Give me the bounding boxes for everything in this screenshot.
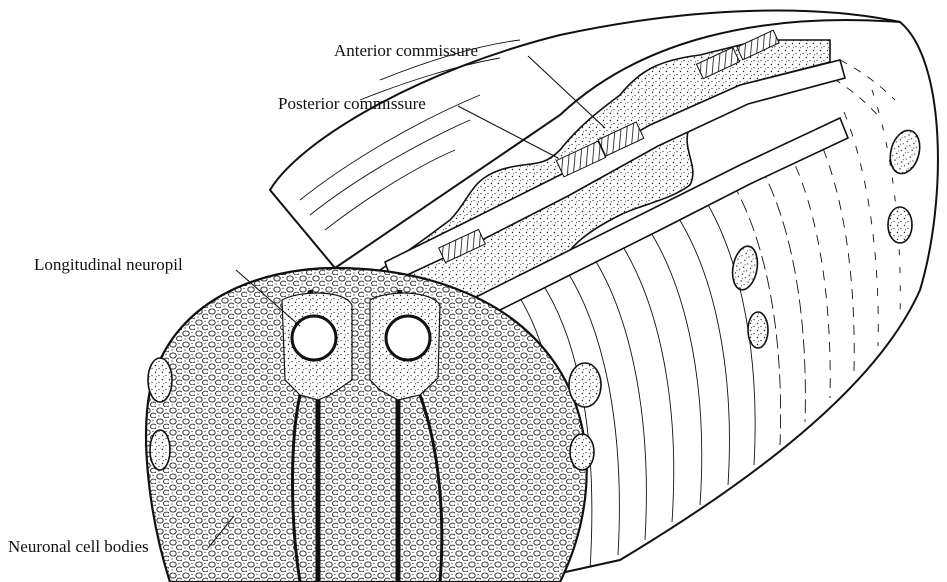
neuropil-right-circle [386,316,430,360]
label-neuronal-cell-bodies: Neuronal cell bodies [8,538,149,555]
neuropil-left-circle [292,316,336,360]
label-longitudinal-neuropil: Longitudinal neuropil [34,256,183,273]
label-anterior-commissure: Anterior commissure [334,42,478,59]
label-posterior-commissure: Posterior commissure [278,95,426,112]
